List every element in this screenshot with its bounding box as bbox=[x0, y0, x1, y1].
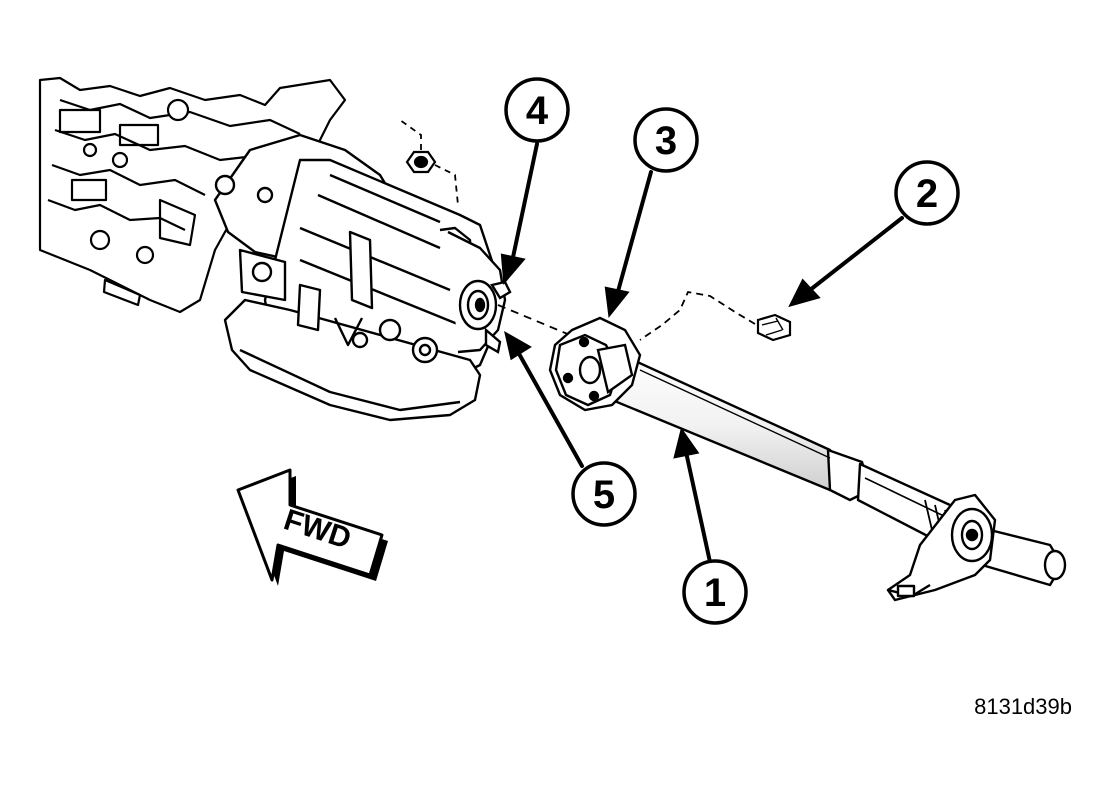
callout-2: 2 bbox=[894, 160, 960, 226]
shaft-centerline bbox=[497, 304, 571, 336]
engine-block bbox=[38, 76, 347, 314]
center-bearing-bracket bbox=[886, 493, 997, 602]
callout-3: 3 bbox=[633, 107, 699, 173]
transmission-housing bbox=[213, 133, 507, 422]
callout-1: 1 bbox=[682, 559, 748, 625]
callout-3-number: 3 bbox=[655, 119, 677, 163]
propeller-shaft bbox=[598, 343, 1067, 587]
callout-4: 4 bbox=[504, 77, 570, 143]
transmission-output-flange bbox=[458, 279, 512, 354]
fwd-direction-arrow: FWD bbox=[236, 468, 388, 586]
callout-2-number: 2 bbox=[916, 172, 938, 216]
callout-4-number: 4 bbox=[526, 89, 549, 133]
nut bbox=[405, 150, 437, 174]
figure-id: 8131d39b bbox=[974, 694, 1072, 719]
bolt-install-line bbox=[639, 290, 756, 341]
callout-1-number: 1 bbox=[704, 571, 726, 615]
callout-5-number: 5 bbox=[593, 473, 615, 517]
callout-leaders bbox=[500, 142, 904, 564]
callout-5: 5 bbox=[571, 461, 637, 527]
shaft-flange bbox=[548, 316, 642, 412]
nut-install-line bbox=[399, 119, 459, 206]
bolt bbox=[756, 313, 792, 342]
